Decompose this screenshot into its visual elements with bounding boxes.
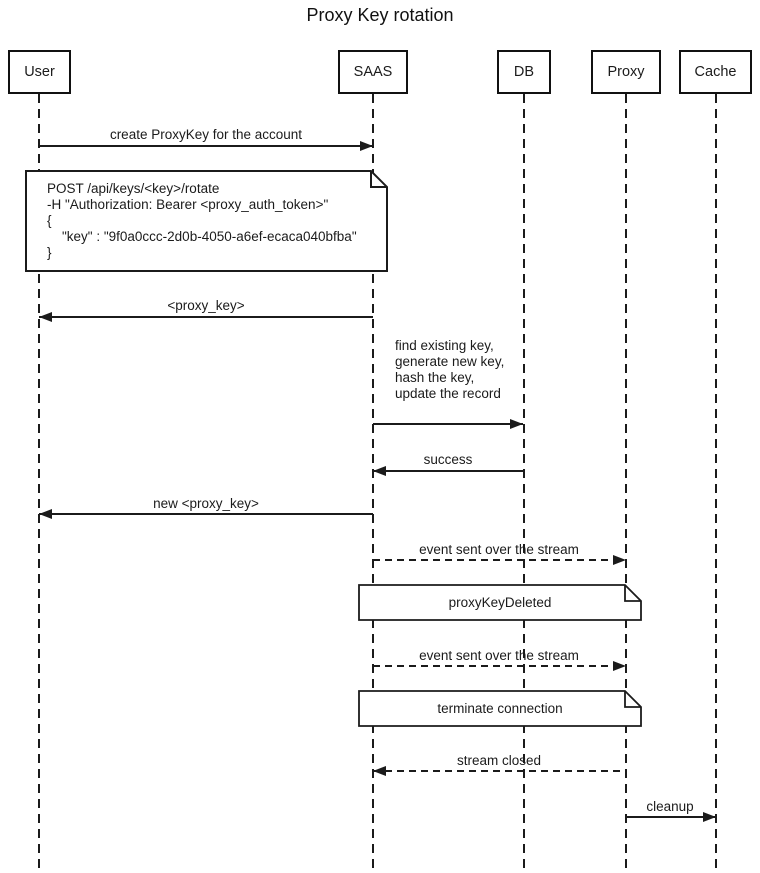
message-label-event-stream-1: event sent over the stream (419, 542, 579, 557)
message-label-cleanup: cleanup (646, 799, 694, 814)
diagram-title: Proxy Key rotation (306, 5, 454, 25)
lifeline-user (38, 94, 40, 873)
message-line-stream-closed (373, 770, 626, 772)
message-line-cleanup (626, 816, 716, 818)
message-label-proxy-key: <proxy_key> (167, 298, 245, 313)
message-line-new-proxy-key (39, 513, 373, 515)
lifeline-saas (372, 94, 374, 873)
arrowhead-right-icon (510, 418, 523, 429)
arrowhead-left-icon (39, 311, 52, 322)
message-label-new-proxy-key: new <proxy_key> (153, 496, 259, 511)
note-shape (25, 170, 388, 272)
message-label-db-update: find existing key, generate new key, has… (395, 338, 505, 401)
participant-label: Cache (694, 64, 737, 80)
participant-label: User (24, 64, 55, 80)
lifeline-cache (715, 94, 717, 873)
arrowhead-left-icon (39, 508, 52, 519)
note-text: terminate connection (437, 701, 563, 716)
arrowhead-right-icon (613, 660, 626, 671)
message-line-proxy-key (39, 316, 373, 318)
arrowhead-left-icon (373, 765, 386, 776)
message-label-event-stream-2: event sent over the stream (419, 648, 579, 663)
participant-db: DB (497, 50, 551, 94)
message-label-success: success (423, 452, 473, 467)
arrowhead-left-icon (373, 465, 386, 476)
note-text: POST /api/keys/<key>/rotate -H "Authoriz… (47, 181, 357, 260)
message-label-create-proxykey: create ProxyKey for the account (109, 127, 303, 142)
participant-proxy: Proxy (591, 50, 661, 94)
participant-saas: SAAS (338, 50, 408, 94)
participant-cache: Cache (679, 50, 752, 94)
participant-user: User (8, 50, 71, 94)
lifeline-proxy (625, 94, 627, 873)
note-rotate-request: POST /api/keys/<key>/rotate -H "Authoriz… (25, 170, 388, 272)
message-line-db-update (373, 423, 523, 425)
arrowhead-right-icon (613, 554, 626, 565)
message-line-success (373, 470, 523, 472)
message-label-stream-closed: stream closed (456, 753, 542, 768)
lifeline-db (523, 94, 525, 873)
participant-label: SAAS (353, 64, 393, 80)
message-line-event-stream-2 (373, 665, 626, 667)
participant-label: DB (513, 64, 535, 80)
note-text: proxyKeyDeleted (448, 595, 552, 610)
message-line-event-stream-1 (373, 559, 626, 561)
arrowhead-right-icon (360, 140, 373, 151)
arrowhead-right-icon (703, 811, 716, 822)
message-line-create-proxykey (39, 145, 373, 147)
note-terminate-connection: terminate connection (358, 690, 642, 727)
note-shape (358, 690, 642, 727)
participant-label: Proxy (607, 64, 645, 80)
note-proxykey-deleted: proxyKeyDeleted (358, 584, 642, 621)
note-shape (358, 584, 642, 621)
